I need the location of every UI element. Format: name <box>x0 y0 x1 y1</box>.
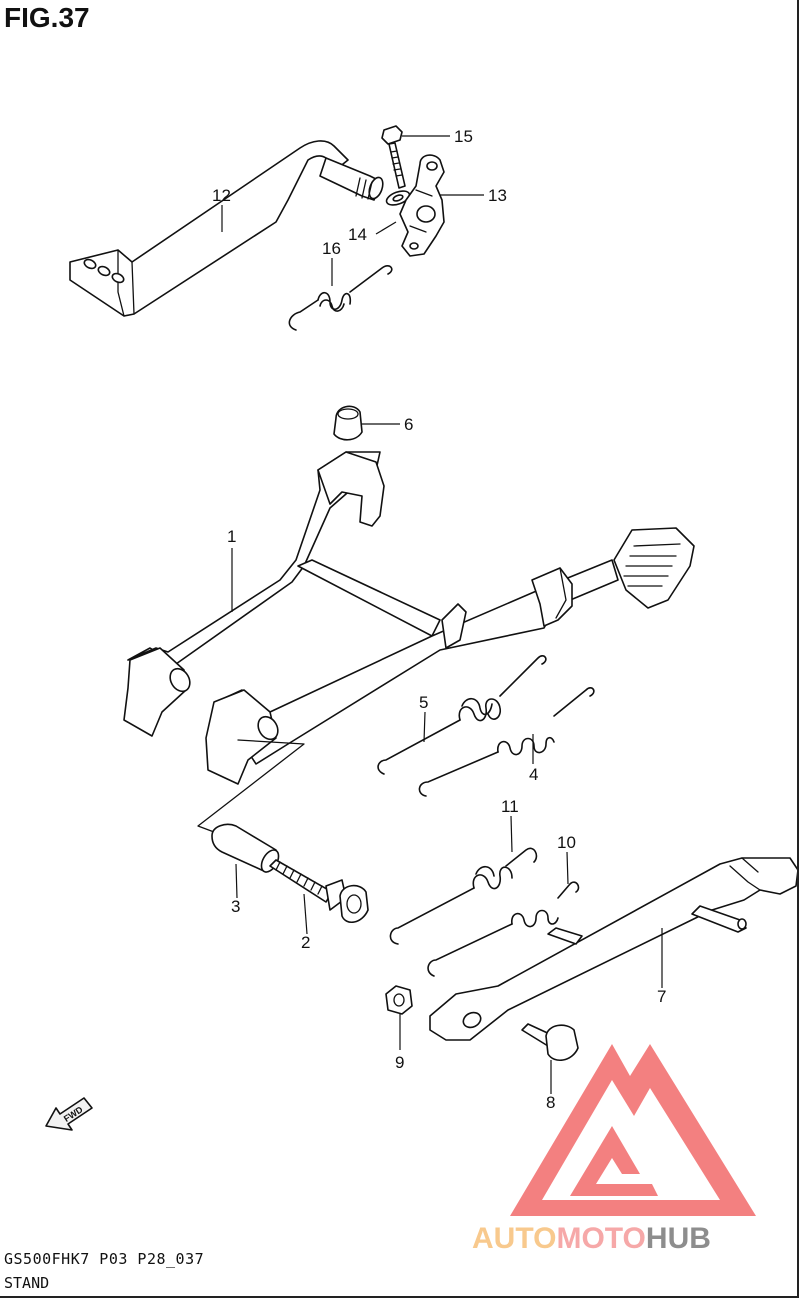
watermark-auto: AUTO <box>472 1222 556 1255</box>
svg-text:AUTOMOTOHUB: AUTOMOTOHUB <box>472 1222 711 1255</box>
watermark-triangle-icon <box>510 1044 756 1216</box>
section-name: STAND <box>4 1274 50 1292</box>
rubber-stopper-part-6 <box>333 405 363 441</box>
callout-7: 7 <box>657 987 666 1006</box>
assembly-guide-line <box>197 739 305 833</box>
callout-10: 10 <box>557 833 576 852</box>
callout-labels: 1 2 3 4 5 6 7 8 9 10 11 12 13 14 15 16 <box>212 127 666 1112</box>
figure-title: FIG.37 <box>4 2 90 33</box>
watermark-hub: HUB <box>646 1222 711 1255</box>
lever-arm-part-13 <box>399 154 445 257</box>
center-stand-part-1 <box>123 451 695 785</box>
callout-11: 11 <box>501 797 519 816</box>
bolt-part-2 <box>269 859 369 923</box>
callout-16: 16 <box>322 239 341 258</box>
callout-leaders <box>221 135 663 1094</box>
callout-9: 9 <box>395 1053 404 1072</box>
spring-part-16 <box>288 265 393 331</box>
spring-part-4 <box>418 687 595 797</box>
spring-part-10 <box>427 881 580 977</box>
callout-12: 12 <box>212 186 231 205</box>
bolt-part-15 <box>381 125 406 189</box>
callout-13: 13 <box>488 186 507 205</box>
nut-part-9 <box>385 985 413 1015</box>
callout-14: 14 <box>348 225 367 244</box>
callout-1: 1 <box>227 527 236 546</box>
model-code: GS500FHK7 P03 P28_037 <box>4 1250 205 1268</box>
callout-4: 4 <box>529 765 538 784</box>
watermark-logo: AUTOMOTOHUB <box>472 1044 756 1255</box>
callout-3: 3 <box>231 897 240 916</box>
brake-pedal-part-12 <box>69 140 384 317</box>
pivot-bolt-part-8 <box>521 1023 579 1061</box>
watermark-moto: MOTO <box>556 1222 645 1255</box>
callout-15: 15 <box>454 127 473 146</box>
spring-part-5 <box>377 655 547 775</box>
side-stand-part-7 <box>429 857 799 1041</box>
fwd-arrow: FWD <box>45 1097 93 1131</box>
callout-6: 6 <box>404 415 413 434</box>
callout-8: 8 <box>546 1093 555 1112</box>
watermark-inner-mark-icon <box>570 1126 658 1196</box>
spring-part-11 <box>389 847 538 945</box>
callout-5: 5 <box>419 693 428 712</box>
callout-2: 2 <box>301 933 310 952</box>
washer-part-14 <box>385 190 411 206</box>
